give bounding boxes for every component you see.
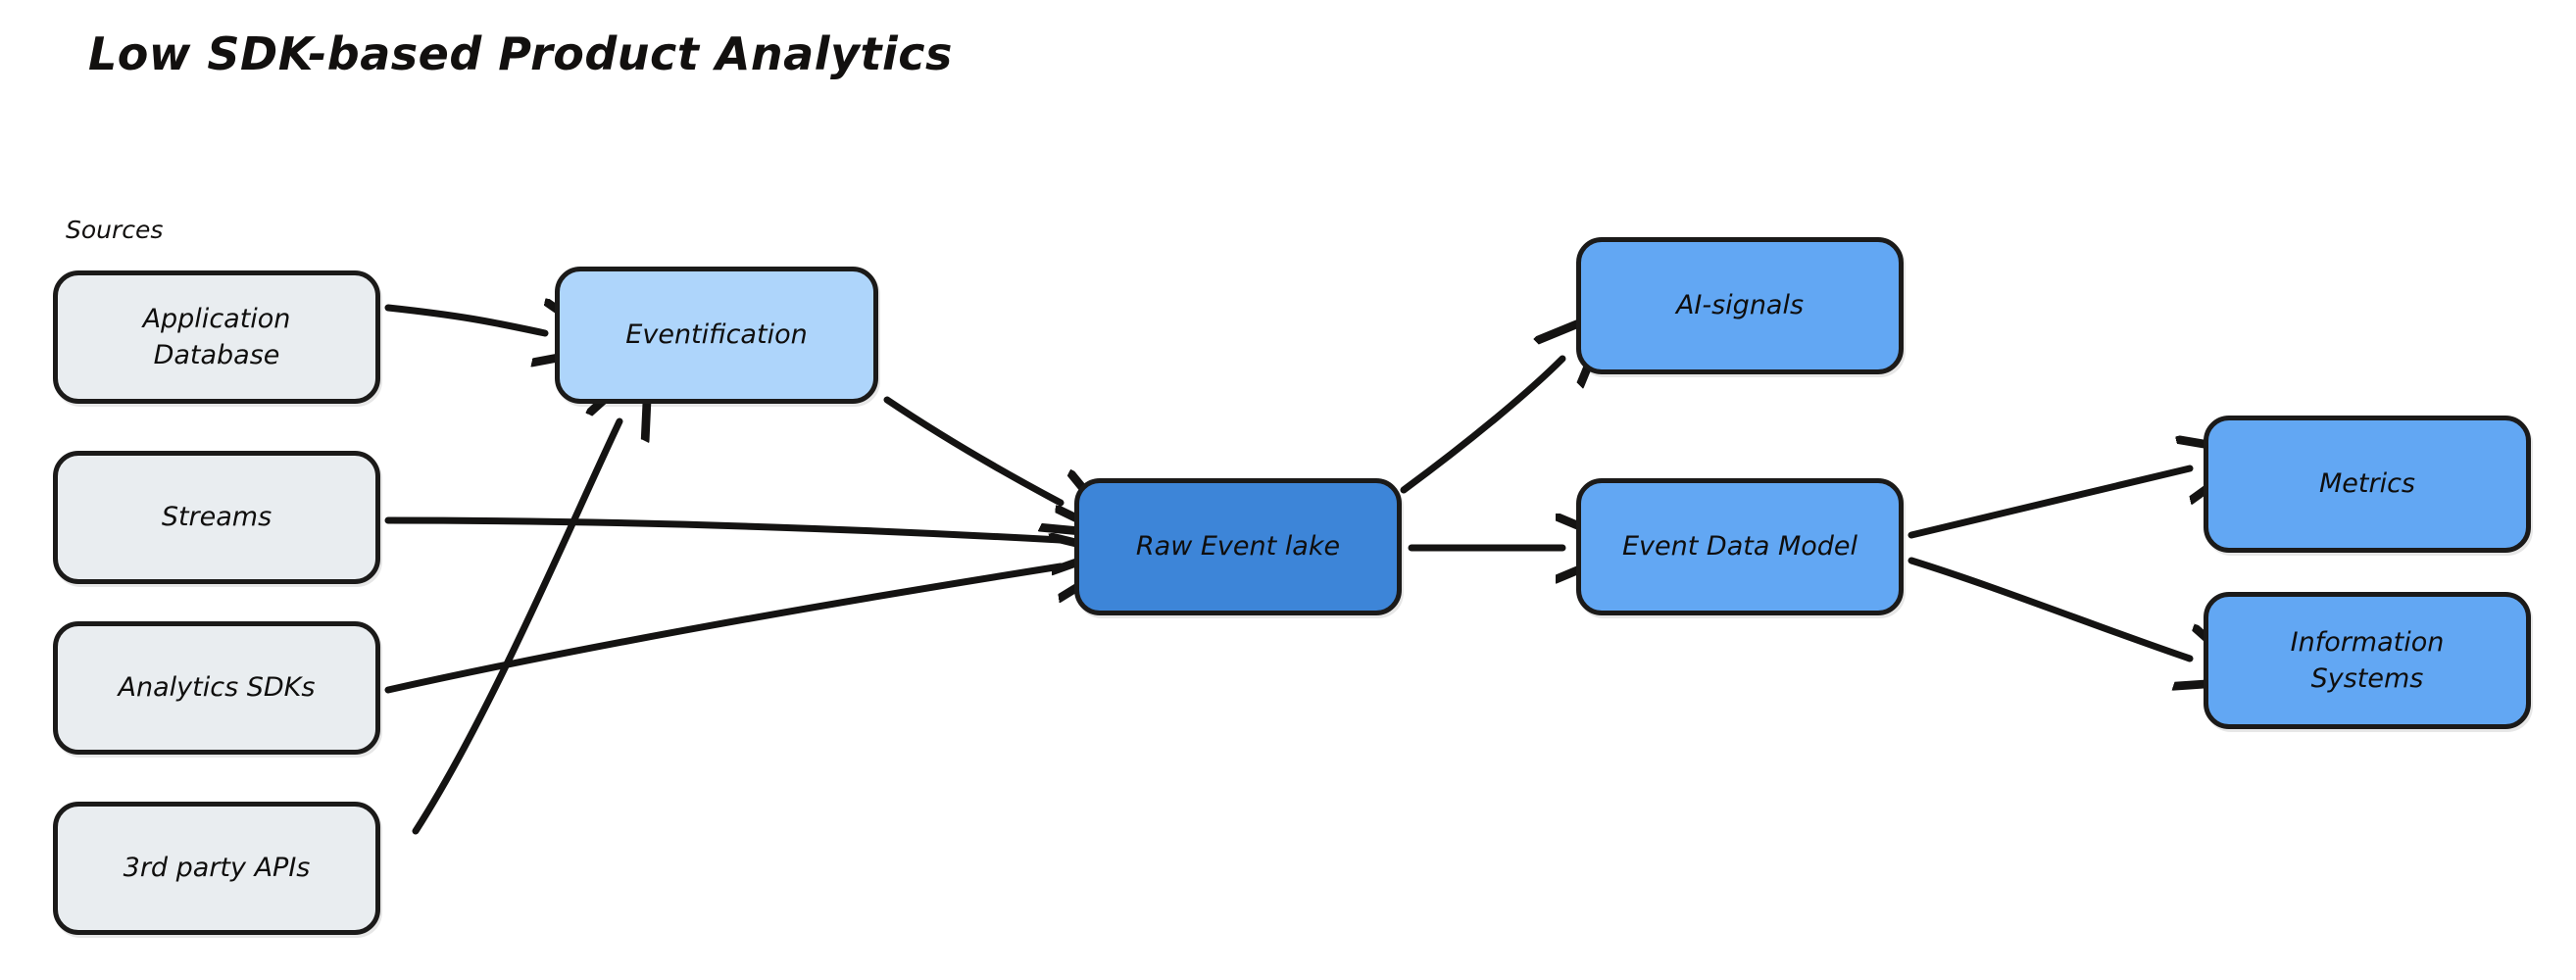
node-label: Application Database <box>142 303 291 370</box>
edge-3rdparty-eventification <box>412 421 619 835</box>
node-label: Information Systems <box>2290 626 2445 694</box>
edge-eventdatamodel-infosystems <box>1907 557 2190 659</box>
node-label: Metrics <box>2318 468 2415 500</box>
node-information-systems[interactable]: Information Systems <box>2204 592 2531 729</box>
node-raw-event-lake[interactable]: Raw Event lake <box>1074 478 1402 615</box>
node-ai-signals[interactable]: AI-signals <box>1576 237 1904 374</box>
node-label: AI-signals <box>1675 290 1805 321</box>
node-3rd-party-apis[interactable]: 3rd party APIs <box>53 802 380 935</box>
edge-eventification-rawlake <box>883 396 1061 503</box>
node-label: 3rd party APIs <box>123 853 311 884</box>
sources-group-label: Sources <box>66 216 164 244</box>
node-streams[interactable]: Streams <box>53 451 380 584</box>
node-label: Raw Event lake <box>1135 531 1341 563</box>
edge-appdb-eventification <box>384 308 545 333</box>
node-label: Analytics SDKs <box>118 672 316 704</box>
edge-eventdatamodel-metrics <box>1907 468 2190 539</box>
node-eventification[interactable]: Eventification <box>555 267 878 404</box>
node-analytics-sdks[interactable]: Analytics SDKs <box>53 621 380 755</box>
page-title: Low SDK-based Product Analytics <box>88 27 953 80</box>
node-event-data-model[interactable]: Event Data Model <box>1576 478 1904 615</box>
node-label: Streams <box>161 502 272 533</box>
node-label: Eventification <box>625 319 808 351</box>
edge-sdks-rawlake <box>384 566 1061 694</box>
node-metrics[interactable]: Metrics <box>2204 416 2531 553</box>
edge-rawlake-aisignals <box>1400 359 1562 494</box>
edge-streams-rawlake <box>384 520 1061 540</box>
node-label: Event Data Model <box>1621 531 1858 563</box>
node-application-database[interactable]: Application Database <box>53 270 380 404</box>
